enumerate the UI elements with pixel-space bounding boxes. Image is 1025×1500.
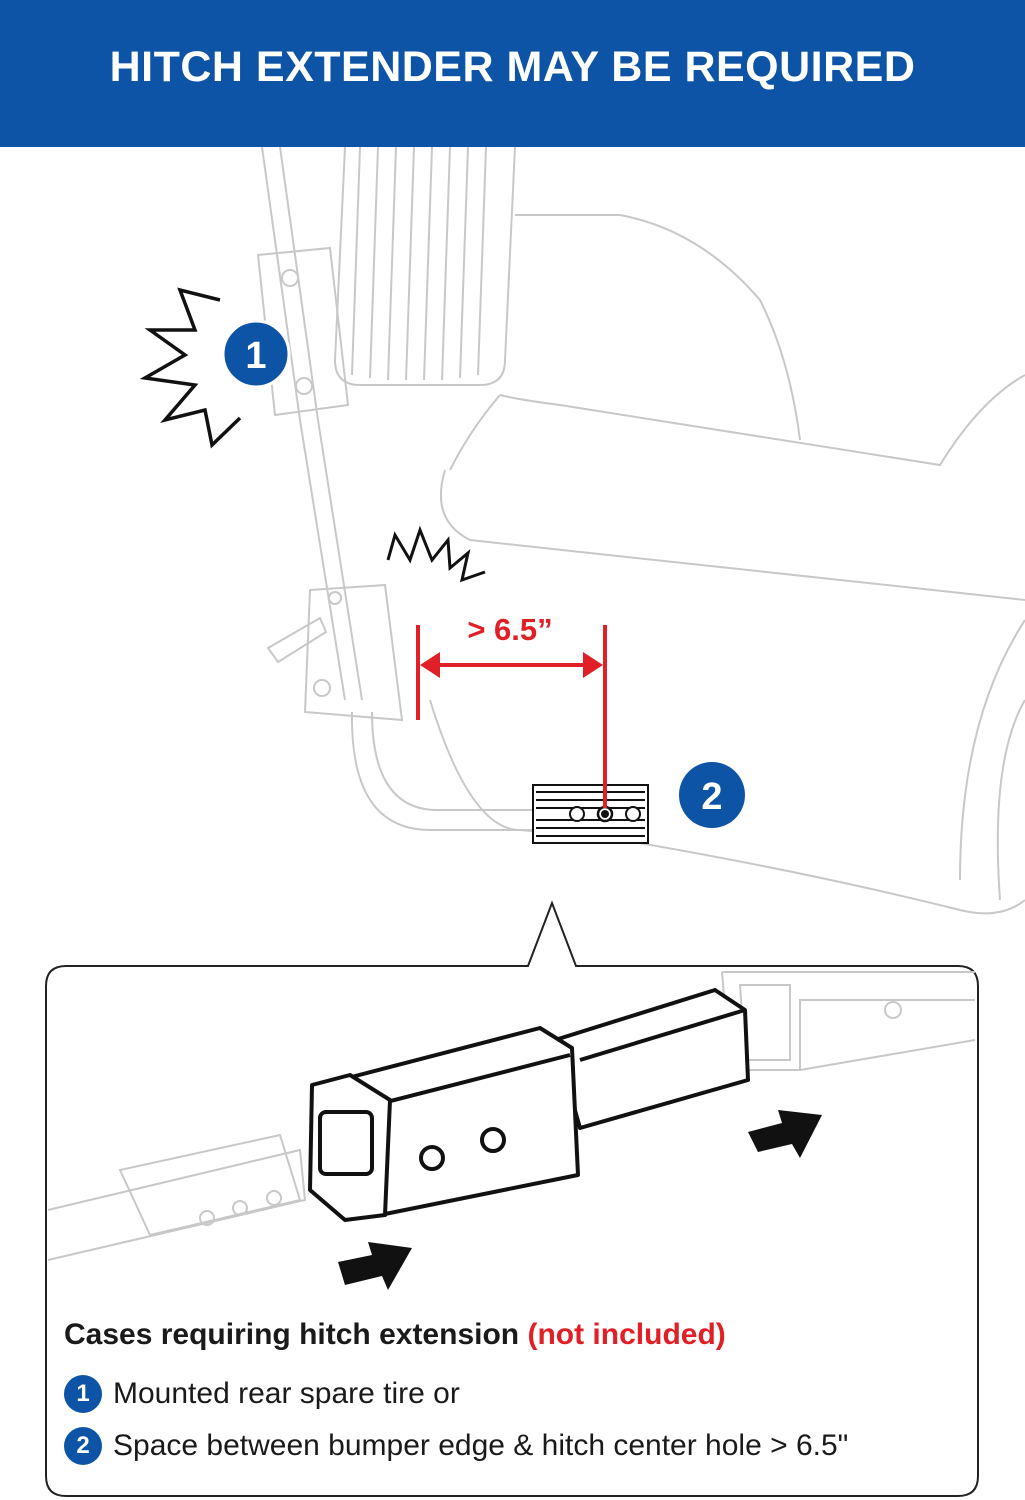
impact-burst-icon [139, 287, 242, 449]
arrow-right-icon [748, 1110, 822, 1158]
measurement-label: > 6.5” [467, 612, 552, 647]
cases-heading: Cases requiring hitch extension (not inc… [64, 1318, 726, 1351]
marker-1: 1 [221, 319, 291, 389]
vehicle-illustration [256, 146, 1025, 915]
page-title: HITCH EXTENDER MAY BE REQUIRED [109, 43, 916, 91]
header-banner: HITCH EXTENDER MAY BE REQUIRED [0, 0, 1025, 147]
measurement-indicator [416, 625, 609, 818]
case-item-1: 1 Mounted rear spare tire or [64, 1368, 964, 1420]
case-text: Space between bumper edge & hitch center… [113, 1429, 849, 1462]
case-number-badge: 2 [64, 1427, 102, 1465]
not-included-note: (not included) [527, 1318, 726, 1351]
cases-panel: Cases requiring hitch extension (not inc… [64, 1318, 964, 1472]
svg-text:2: 2 [701, 776, 722, 818]
case-number-badge: 1 [64, 1375, 102, 1413]
case-item-2: 2 Space between bumper edge & hitch cent… [64, 1420, 964, 1472]
marker-2: 2 [679, 762, 745, 828]
extender-illustration [47, 971, 976, 1290]
arrow-right-icon [338, 1242, 412, 1290]
impact-burst-icon [386, 525, 486, 583]
case-text: Mounted rear spare tire or [113, 1377, 460, 1410]
svg-text:1: 1 [245, 335, 266, 377]
hitch-receiver-icon [532, 784, 649, 844]
